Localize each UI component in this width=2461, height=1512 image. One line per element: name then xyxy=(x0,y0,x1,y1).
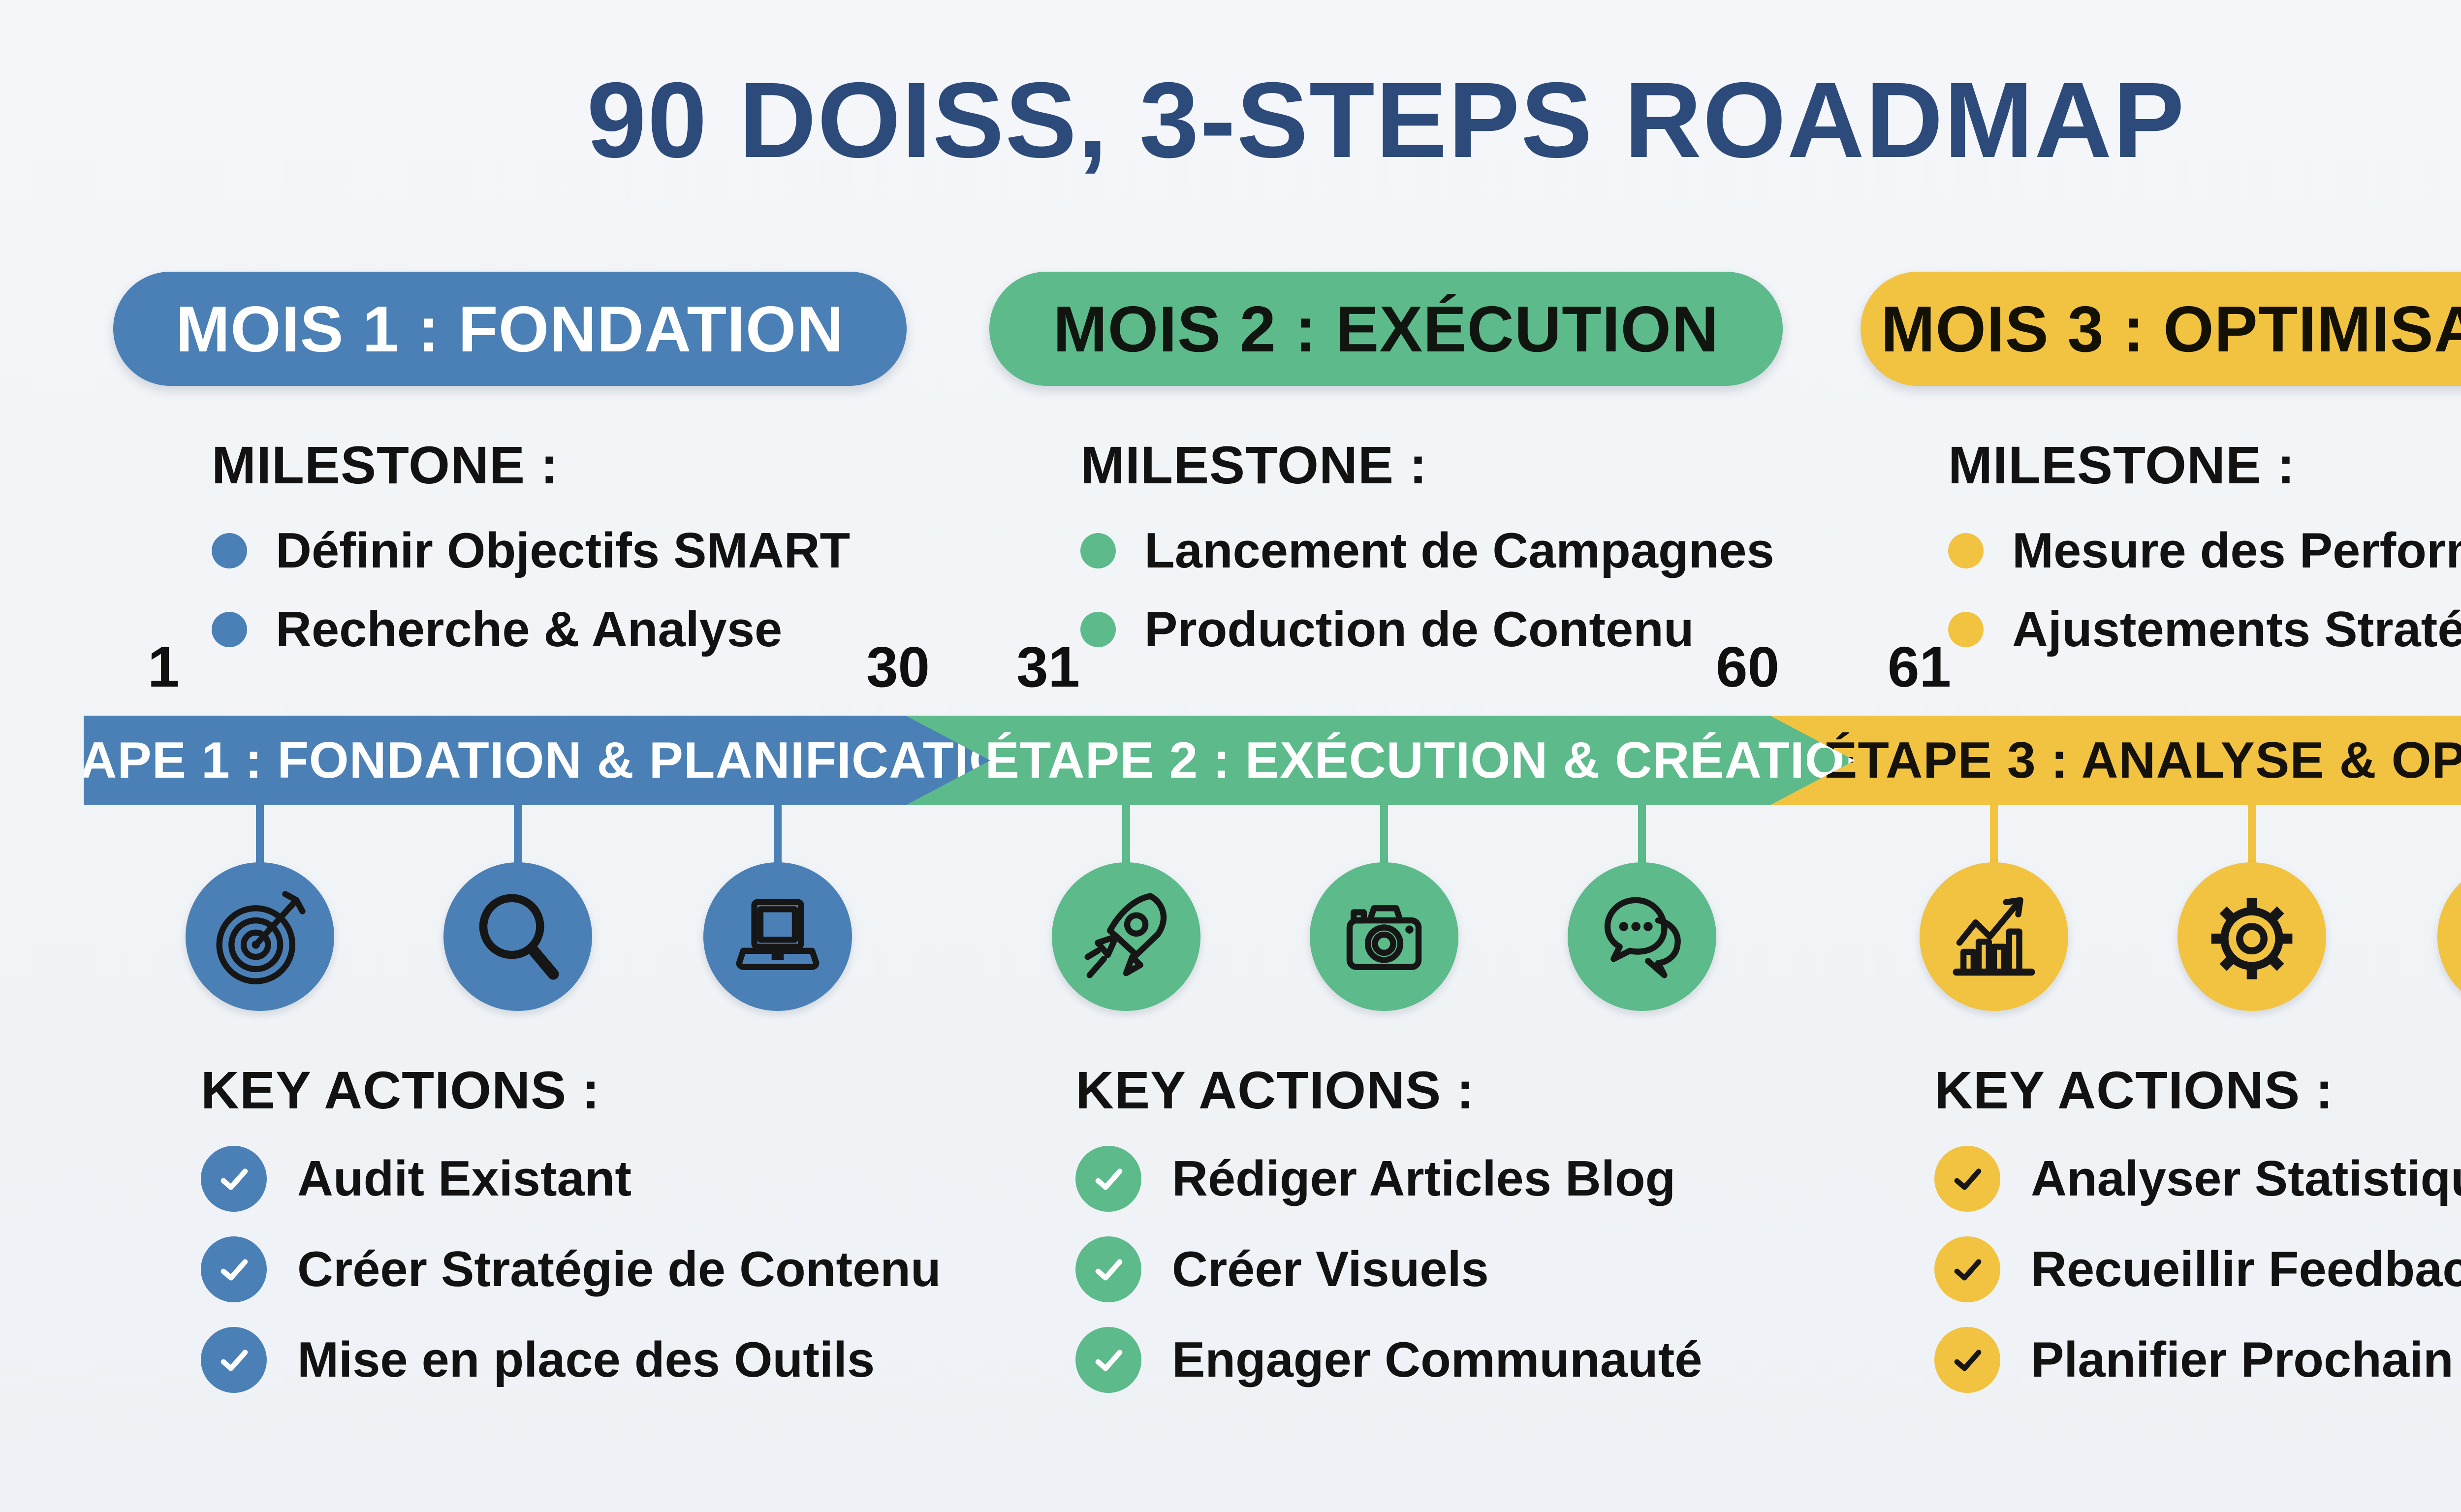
check-icon xyxy=(1075,1146,1141,1212)
milestone-heading: MILESTONE : xyxy=(1080,435,1428,495)
key-action-item: Planifier Prochain Trimestre xyxy=(1934,1327,2461,1393)
gear-icon xyxy=(2177,862,2326,1011)
day-number-61: 61 xyxy=(1888,635,1952,699)
connector-line xyxy=(774,804,782,876)
month-pill-2: MOIS 2 : EXÉCUTION xyxy=(989,272,1783,386)
check-icon xyxy=(201,1146,267,1212)
month-pill-1: MOIS 1 : FONDATION xyxy=(113,272,907,386)
milestone-item: Recherche & Analyse xyxy=(212,600,979,659)
check-icon xyxy=(1075,1327,1141,1393)
camera-icon xyxy=(1310,862,1458,1011)
milestone-heading: MILESTONE : xyxy=(212,435,559,495)
bullet-dot xyxy=(212,533,247,568)
check-icon xyxy=(1934,1236,2000,1302)
key-actions-heading: KEY ACTIONS : xyxy=(201,1060,600,1120)
milestone-section-1: MILESTONE : Définir Objectifs SMART Rech… xyxy=(212,434,979,659)
key-actions-heading: KEY ACTIONS : xyxy=(1934,1060,2334,1120)
key-action-text: Rédiger Articles Blog xyxy=(1172,1151,1676,1206)
key-action-item: Rédiger Articles Blog xyxy=(1075,1146,1873,1212)
milestone-item: Définir Objectifs SMART xyxy=(212,521,979,580)
key-action-item: Analyser Statistiques xyxy=(1934,1146,2461,1212)
growth-chart-icon xyxy=(1920,862,2068,1011)
milestone-text: Recherche & Analyse xyxy=(276,601,783,657)
check-icon xyxy=(201,1327,267,1393)
stage-band-3: ÉTAPE 3 : ANALYSE & OPTIMISATION xyxy=(1770,716,2461,805)
key-action-item: Créer Stratégie de Contenu xyxy=(201,1236,998,1302)
bullet-dot xyxy=(1080,612,1116,647)
milestone-text: Définir Objectifs SMART xyxy=(276,523,851,578)
connector-line xyxy=(1380,804,1388,876)
key-action-item: Engager Communauté xyxy=(1075,1327,1873,1393)
milestone-text: Ajustements Stratégiques xyxy=(2012,601,2461,657)
target-icon xyxy=(186,862,334,1011)
key-action-item: Mise en place des Outils xyxy=(201,1327,998,1393)
connector-line xyxy=(1990,804,1998,876)
bullet-dot xyxy=(1948,612,1984,647)
stage-band-1: ÉTAPE 1 : FONDATION & PLANIFICATION xyxy=(84,716,1054,805)
key-action-text: Audit Existant xyxy=(297,1151,631,1206)
milestone-item: Mesure des Performances xyxy=(1948,521,2461,580)
key-actions-section-2: KEY ACTIONS : Rédiger Articles Blog Crée… xyxy=(1075,1059,1873,1393)
key-action-item: Recueillir Feedback xyxy=(1934,1236,2461,1302)
milestone-heading: MILESTONE : xyxy=(1948,435,2296,495)
milestone-text: Production de Contenu xyxy=(1144,601,1694,657)
rocket-icon xyxy=(1052,862,1200,1011)
key-action-text: Recueillir Feedback xyxy=(2031,1241,2461,1297)
check-icon xyxy=(201,1236,267,1302)
check-icon xyxy=(1934,1327,2000,1393)
day-number-30: 30 xyxy=(866,635,930,699)
key-action-text: Créer Visuels xyxy=(1172,1241,1489,1297)
connector-line xyxy=(1638,804,1646,876)
magnifier-icon xyxy=(443,862,592,1011)
connector-line xyxy=(2248,804,2256,876)
check-icon xyxy=(1075,1236,1141,1302)
key-action-text: Mise en place des Outils xyxy=(297,1332,875,1387)
chat-bubbles-icon xyxy=(1568,862,1716,1011)
bullet-dot xyxy=(1948,533,1984,568)
connector-line xyxy=(256,804,264,876)
milestone-section-3: MILESTONE : Mesure des Performances Ajus… xyxy=(1948,434,2461,659)
milestone-item: Production de Contenu xyxy=(1080,600,1848,659)
laptop-icon xyxy=(703,862,852,1011)
milestone-item: Lancement de Campagnes xyxy=(1080,521,1848,580)
key-action-text: Planifier Prochain Trimestre xyxy=(2031,1332,2461,1387)
key-action-item: Audit Existant xyxy=(201,1146,998,1212)
bullet-dot xyxy=(1080,533,1116,568)
stage-band-2: ÉTAPE 2 : EXÉCUTION & CRÉATION xyxy=(906,716,1962,805)
milestone-text: Lancement de Campagnes xyxy=(1144,523,1774,578)
milestone-item: Ajustements Stratégiques xyxy=(1948,600,2461,659)
day-number-31: 31 xyxy=(1016,635,1080,699)
key-action-text: Créer Stratégie de Contenu xyxy=(297,1241,941,1297)
month-pill-3: MOIS 3 : OPTIMISATION xyxy=(1861,272,2461,386)
check-icon xyxy=(1934,1146,2000,1212)
key-actions-section-1: KEY ACTIONS : Audit Existant Créer Strat… xyxy=(201,1059,998,1393)
key-actions-heading: KEY ACTIONS : xyxy=(1075,1060,1475,1120)
key-actions-section-3: KEY ACTIONS : Analyser Statistiques Recu… xyxy=(1934,1059,2461,1393)
milestone-section-2: MILESTONE : Lancement de Campagnes Produ… xyxy=(1080,434,1848,659)
bullet-dot xyxy=(212,612,247,647)
calendar-icon xyxy=(2437,862,2461,1011)
key-action-text: Analyser Statistiques xyxy=(2031,1151,2461,1206)
day-number-1: 1 xyxy=(148,635,180,699)
key-action-text: Engager Communauté xyxy=(1172,1332,1703,1387)
connector-line xyxy=(514,804,522,876)
milestone-text: Mesure des Performances xyxy=(2012,523,2461,578)
page-title: 90 DOISS, 3-STEPS ROADMAP xyxy=(586,61,2186,180)
key-action-item: Créer Visuels xyxy=(1075,1236,1873,1302)
connector-line xyxy=(1122,804,1130,876)
day-number-60: 60 xyxy=(1716,635,1780,699)
